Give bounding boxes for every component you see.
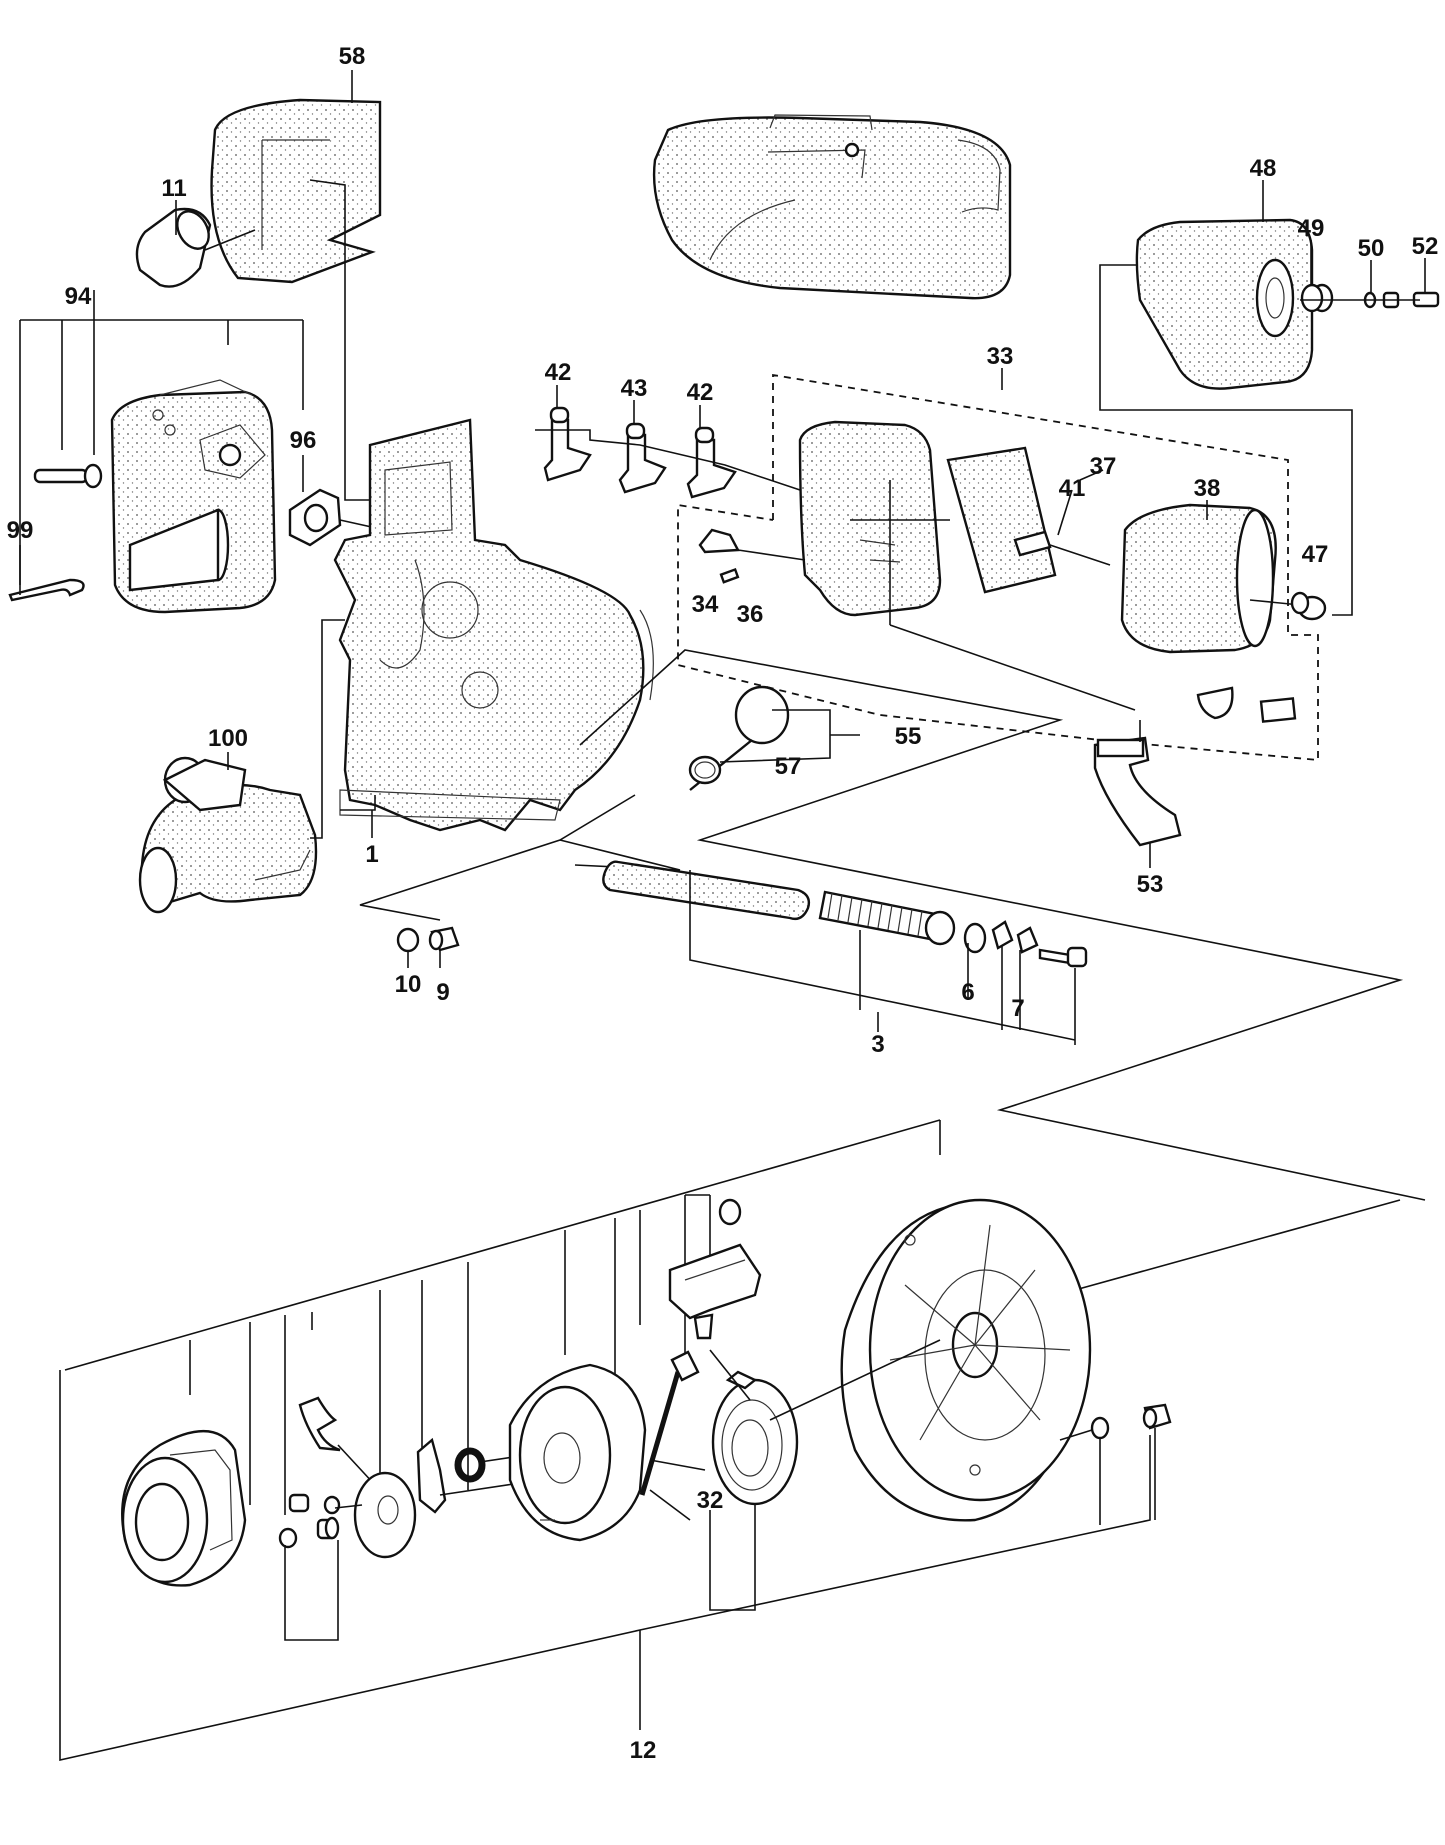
label-33: 33 [987, 343, 1014, 370]
label-42a: 42 [545, 359, 572, 386]
part-99-wire [8, 578, 85, 602]
label-55: 55 [895, 723, 922, 750]
label-9: 9 [436, 979, 449, 1006]
part-6-o-ring [963, 922, 987, 954]
fan-cover [840, 1198, 1092, 1522]
starter-cup [121, 1430, 247, 1587]
retaining-ring [454, 1447, 486, 1483]
label-52: 52 [1412, 233, 1439, 260]
label-6: 6 [961, 979, 974, 1006]
label-34: 34 [692, 591, 719, 618]
label-37: 37 [1090, 453, 1117, 480]
part-36-clip [719, 567, 740, 584]
label-49: 49 [1298, 215, 1325, 242]
label-1: 1 [365, 841, 378, 868]
part-10-washer [396, 927, 420, 953]
starter-handle [668, 1243, 762, 1340]
part-1-engine-block [333, 418, 654, 832]
part-37-plate [946, 446, 1057, 594]
label-53: 53 [1137, 871, 1164, 898]
label-94: 94 [65, 283, 92, 310]
part-34-clip [698, 528, 740, 554]
part-42-bracket-b [686, 426, 737, 499]
part-9-plug [428, 926, 460, 952]
part-94-screw [33, 463, 103, 489]
label-48: 48 [1250, 155, 1277, 182]
label-38: 38 [1194, 475, 1221, 502]
label-11: 11 [161, 175, 186, 202]
part-7-washers [991, 920, 1039, 954]
label-58: 58 [339, 43, 366, 70]
label-7: 7 [1011, 995, 1024, 1022]
recoil-spring [711, 1370, 799, 1506]
part-11-filter [135, 207, 212, 288]
part-96-gasket [288, 488, 342, 547]
part-57-o-ring [688, 755, 722, 785]
spring-clip [298, 1396, 341, 1452]
pulley [353, 1471, 417, 1559]
fuel-tank [652, 114, 1012, 300]
part-41-stud [1013, 530, 1052, 557]
label-96: 96 [290, 427, 317, 454]
spring [818, 890, 956, 946]
small-bolts-right [1090, 1403, 1172, 1440]
label-50: 50 [1358, 235, 1385, 262]
label-42b: 42 [687, 379, 714, 406]
pawl [416, 1437, 447, 1514]
recoil-housing [508, 1363, 647, 1542]
label-57: 57 [775, 753, 802, 780]
handle-cap [718, 1198, 742, 1226]
label-99: 99 [7, 517, 34, 544]
part-53-elbow [1093, 736, 1182, 847]
small-nuts-left [278, 1493, 341, 1549]
label-36: 36 [737, 601, 764, 628]
part-48-housing [1135, 218, 1314, 390]
label-10: 10 [395, 971, 422, 998]
label-43: 43 [621, 375, 648, 402]
part-43-bracket [618, 422, 667, 494]
pull-rope [639, 1350, 700, 1496]
part-42-bracket-a [543, 406, 592, 482]
part-47-knob [1290, 591, 1327, 621]
filter-housing-plate [798, 420, 942, 617]
part-58-shroud [210, 98, 382, 284]
label-3: 3 [871, 1031, 884, 1058]
part-100-starter [138, 756, 318, 914]
label-47: 47 [1302, 541, 1329, 568]
label-41: 41 [1059, 475, 1086, 502]
part-49-grommet [1300, 283, 1334, 313]
label-32: 32 [697, 1487, 724, 1514]
seal-half-round [1196, 686, 1297, 723]
part-3-tube [602, 860, 811, 921]
muffler [110, 379, 277, 614]
drain-bolt [1038, 946, 1088, 968]
part-38-filter-element [1120, 503, 1277, 654]
label-100: 100 [208, 725, 248, 752]
label-12: 12 [630, 1737, 657, 1764]
